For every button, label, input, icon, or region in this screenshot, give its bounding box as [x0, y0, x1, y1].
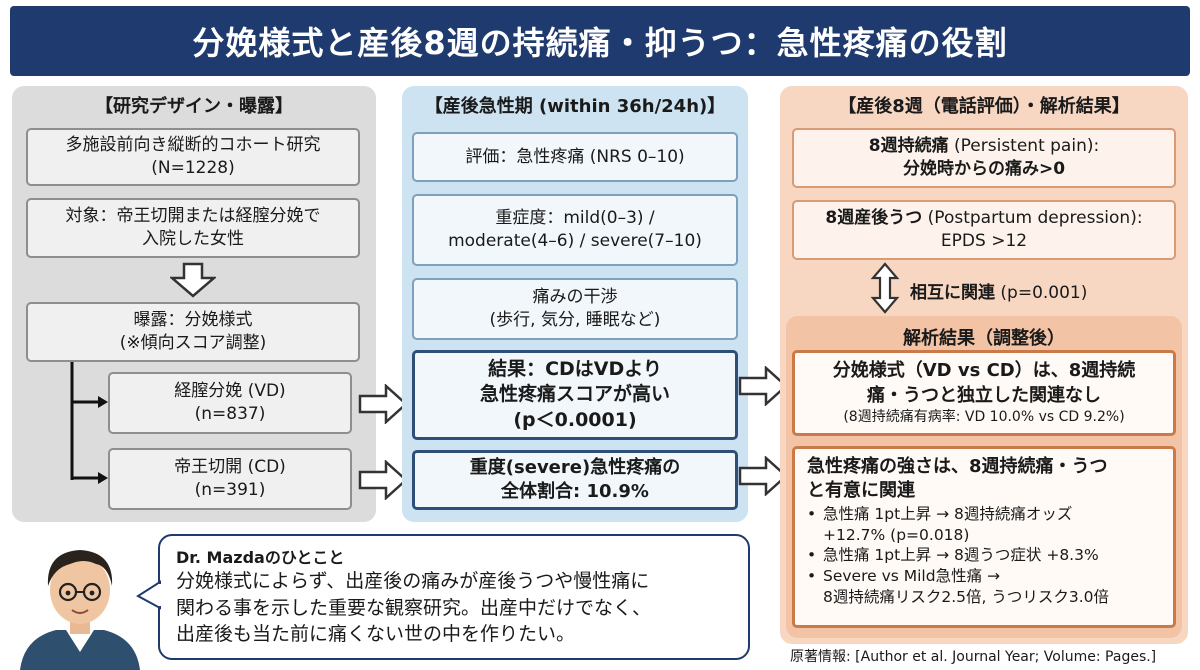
cd-group-box: 帝王切開 (CD) (n=391)	[108, 448, 352, 510]
finding1-line1: 分娩様式（VD vs CD）は、8週持続	[832, 360, 1136, 382]
cd-line1: 帝王切開 (CD)	[174, 457, 286, 478]
bullet-item: 急性痛 1pt上昇 → 8週うつ症状 +8.3%	[807, 545, 1173, 566]
down-arrow-icon	[170, 262, 216, 298]
outcome-header: 【産後8週（電話評価）・解析結果】	[838, 96, 1130, 117]
exposure-line1: 曝露：分娩様式	[133, 310, 253, 331]
study-design-line2: (N=1228)	[151, 158, 235, 178]
bullet-item: Severe vs Mild急性痛 →	[807, 566, 1173, 587]
severe-line1: 重度(severe)急性疼痛の	[469, 456, 681, 478]
persistent-pain-box: 8週持続痛 (Persistent pain): 分娩時からの痛み>0	[792, 128, 1176, 188]
vd-group-box: 経膣分娩 (VD) (n=837)	[108, 372, 352, 434]
vd-line1: 経膣分娩 (VD)	[174, 381, 286, 402]
exposure-line2: (※傾向スコア調整)	[119, 333, 267, 353]
right-arrow-icon	[358, 384, 408, 424]
bullet-item: 急性痛 1pt上昇 → 8週持続痛オッズ	[807, 504, 1173, 525]
cd-line2: (n=391)	[194, 480, 266, 500]
persistent-pain-line1: 8週持続痛 (Persistent pain):	[869, 135, 1099, 158]
comment-author: Dr. Mazdaのひとこと	[176, 548, 345, 567]
bidirectional-arrow-icon	[870, 262, 900, 314]
severe-proportion-box: 重度(severe)急性疼痛の 全体割合: 10.9%	[412, 450, 738, 510]
interference-box: 痛みの干渉 (歩行, 気分, 睡眠など)	[412, 278, 738, 340]
finding1-box: 分娩様式（VD vs CD）は、8週持続 痛・うつと独立した関連なし (8週持続…	[792, 350, 1176, 436]
severity-box: 重症度：mild(0–3) / moderate(4–6) / severe(7…	[412, 194, 738, 266]
assessment-text: 評価：急性疼痛 (NRS 0–10)	[465, 146, 685, 167]
bullet-continuation: 8週持続痛リスク2.5倍, うつリスク3.0倍	[823, 588, 1110, 607]
subjects-box: 対象：帝王切開または経膣分娩で 入院した女性	[26, 198, 360, 258]
persistent-pain-en: (Persistent pain):	[948, 136, 1100, 157]
depression-box: 8週産後うつ (Postpartum depression): EPDS >12	[792, 200, 1176, 260]
interference-line2: (歩行, 気分, 睡眠など)	[489, 310, 661, 330]
severity-line1: 重症度：mild(0–3) /	[495, 208, 655, 229]
severe-line2: 全体割合: 10.9%	[501, 481, 649, 502]
right-arrow-icon	[738, 366, 788, 406]
bubble-tail	[136, 580, 162, 610]
depression-en: (Postpartum depression):	[922, 208, 1143, 229]
depression-line1: 8週産後うつ (Postpartum depression):	[825, 207, 1142, 230]
result-line3: (p＜0.0001)	[513, 408, 637, 431]
correlation-p: (p=0.001)	[995, 283, 1088, 303]
persistent-pain-title: 8週持続痛	[868, 136, 949, 157]
persistent-pain-line2: 分娩時からの痛み>0	[902, 159, 1066, 179]
result-line1: 結果：CDはVDより	[488, 357, 662, 380]
severity-line2: moderate(4–6) / severe(7–10)	[448, 231, 702, 251]
right-arrow-icon	[738, 456, 788, 496]
result-line2: 急性疼痛スコアが高い	[479, 383, 670, 406]
bullet-continuation: +12.7% (p=0.018)	[823, 525, 970, 544]
correlation-text: 相互に関連 (p=0.001)	[910, 278, 1087, 303]
study-design-line1: 多施設前向き縦断的コホート研究	[65, 135, 321, 156]
finding2-line1: 急性疼痛の強さは、8週持続痛・うつ	[807, 456, 1108, 477]
correlation-label: 相互に関連	[910, 283, 995, 303]
comment-line1: 分娩様式によらず、出産後の痛みが産後うつや慢性痛に	[176, 570, 650, 592]
analysis-header: 解析結果（調整後）	[903, 328, 1065, 349]
subjects-line1: 対象：帝王切開または経膣分娩で	[65, 206, 321, 227]
branch-connector	[70, 362, 108, 484]
result-box: 結果：CDはVDより 急性疼痛スコアが高い (p＜0.0001)	[412, 350, 738, 440]
finding2-line2: と有意に関連	[807, 480, 915, 502]
study-design-box: 多施設前向き縦断的コホート研究 (N=1228)	[26, 128, 360, 186]
assessment-box: 評価：急性疼痛 (NRS 0–10)	[412, 132, 738, 182]
comment-line3: 出産後も当た前に痛くない世の中を作りたい。	[176, 623, 576, 646]
depression-title: 8週産後うつ	[825, 208, 923, 229]
finding2-bullets: 急性痛 1pt上昇 → 8週持続痛オッズ +12.7% (p=0.018) 急性…	[795, 504, 1173, 609]
subjects-line2: 入院した女性	[142, 229, 244, 249]
comment-bubble: Dr. Mazdaのひとこと 分娩様式によらず、出産後の痛みが産後うつや慢性痛に…	[158, 534, 750, 660]
doctor-avatar	[20, 550, 140, 670]
right-arrow-icon	[358, 460, 408, 500]
finding2-box: 急性疼痛の強さは、8週持続痛・うつ と有意に関連 急性痛 1pt上昇 → 8週持…	[792, 446, 1176, 628]
title-banner: 分娩様式と産後8週の持続痛・抑うつ：急性疼痛の役割	[10, 6, 1190, 76]
finding1-note: (8週持続痛有病率: VD 10.0% vs CD 9.2%)	[843, 408, 1125, 425]
citation: 原著情報: [Author et al. Journal Year; Volum…	[790, 649, 1157, 665]
interference-line1: 痛みの干渉	[532, 287, 618, 308]
depression-line2: EPDS >12	[940, 231, 1028, 251]
finding1-line2: 痛・うつと独立した関連なし	[867, 384, 1101, 406]
acute-phase-header: 【産後急性期 (within 36h/24h)】	[424, 96, 726, 117]
page-title: 分娩様式と産後8週の持続痛・抑うつ：急性疼痛の役割	[192, 24, 1008, 62]
exposure-box: 曝露：分娩様式 (※傾向スコア調整)	[26, 302, 360, 362]
comment-line2: 関わる事を示した重要な観察研究。出産中だけでなく、	[176, 596, 652, 619]
study-design-header: 【研究デザイン・曝露】	[95, 96, 293, 117]
vd-line2: (n=837)	[194, 404, 266, 424]
